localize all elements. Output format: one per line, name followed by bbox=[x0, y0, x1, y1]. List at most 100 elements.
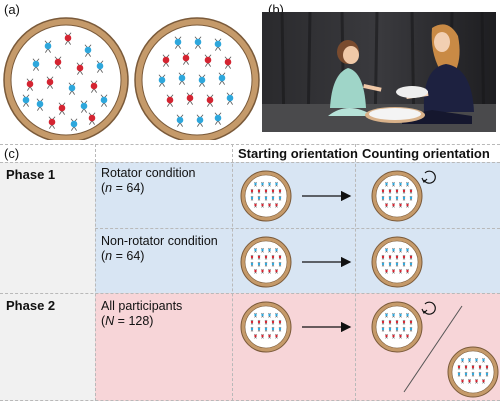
blue-figure bbox=[214, 38, 222, 51]
blue-figure bbox=[254, 312, 257, 318]
rotator-condition: Rotator condition (n = 64) bbox=[95, 162, 196, 196]
red-figure bbox=[392, 202, 395, 208]
blue-figure bbox=[471, 371, 475, 377]
dish-rotator-count bbox=[371, 170, 423, 222]
red-figure bbox=[475, 378, 478, 384]
blue-figure bbox=[271, 195, 275, 201]
red-figure bbox=[268, 202, 271, 208]
red-figure bbox=[186, 92, 194, 105]
phase1-label: Phase 1 bbox=[6, 167, 56, 182]
red-figure bbox=[254, 202, 257, 208]
blue-figure bbox=[176, 114, 184, 127]
blue-figure bbox=[44, 40, 52, 53]
red-figure bbox=[482, 378, 485, 384]
red-figure bbox=[395, 254, 399, 260]
blue-figure bbox=[402, 195, 406, 201]
conditions-table: (c) Starting orientation Counting orient… bbox=[0, 144, 500, 401]
red-figure bbox=[268, 333, 271, 339]
red-figure bbox=[250, 319, 254, 325]
all-participants-condition: All participants (N = 128) bbox=[95, 295, 182, 329]
blue-figure bbox=[268, 181, 271, 187]
red-figure bbox=[409, 254, 413, 260]
blue-figure bbox=[385, 312, 388, 318]
red-figure bbox=[395, 319, 399, 325]
blue-figure bbox=[264, 195, 268, 201]
red-figure bbox=[278, 319, 282, 325]
panel-c-label: (c) bbox=[4, 146, 20, 161]
all-participants-title: All participants bbox=[101, 299, 183, 313]
blue-figure bbox=[250, 326, 254, 332]
red-figure bbox=[399, 268, 402, 274]
blue-figure bbox=[261, 181, 264, 187]
blue-figure bbox=[250, 261, 254, 267]
blue-figure bbox=[158, 74, 166, 87]
red-figure bbox=[58, 102, 66, 115]
red-figure bbox=[264, 254, 268, 260]
blue-figure bbox=[457, 371, 461, 377]
blue-figure bbox=[68, 82, 76, 95]
red-figure bbox=[406, 268, 409, 274]
blue-figure bbox=[261, 312, 264, 318]
red-figure bbox=[182, 52, 190, 65]
plate-left bbox=[3, 17, 129, 140]
blue-figure bbox=[194, 36, 202, 49]
nonrotator-condition: Non-rotator condition (n = 64) bbox=[95, 230, 218, 264]
blue-figure bbox=[392, 312, 395, 318]
experiment-photo bbox=[262, 12, 496, 132]
phase2-label-bg bbox=[0, 293, 95, 401]
red-figure bbox=[399, 333, 402, 339]
phase2-bg bbox=[95, 293, 500, 401]
red-figure bbox=[278, 188, 282, 194]
blue-figure bbox=[271, 261, 275, 267]
plate-right bbox=[134, 17, 260, 140]
red-figure bbox=[268, 268, 271, 274]
red-figure bbox=[388, 254, 392, 260]
red-figure bbox=[392, 268, 395, 274]
blue-figure bbox=[482, 357, 485, 363]
red-figure bbox=[402, 188, 406, 194]
blue-figure bbox=[214, 112, 222, 125]
blue-figure bbox=[475, 357, 478, 363]
red-figure bbox=[261, 202, 264, 208]
red-figure bbox=[206, 94, 214, 107]
red-figure bbox=[250, 188, 254, 194]
red-figure bbox=[76, 62, 84, 75]
blue-figure bbox=[250, 195, 254, 201]
blue-figure bbox=[399, 312, 402, 318]
red-figure bbox=[278, 254, 282, 260]
blue-figure bbox=[22, 94, 30, 107]
red-figure bbox=[271, 319, 275, 325]
blue-figure bbox=[264, 326, 268, 332]
blue-figure bbox=[100, 94, 108, 107]
blue-figure bbox=[257, 195, 261, 201]
red-figure bbox=[257, 319, 261, 325]
dish-phase2-count-same bbox=[447, 346, 499, 398]
dish-nonrotator-start bbox=[240, 236, 292, 288]
blue-figure bbox=[196, 114, 204, 127]
blue-figure bbox=[70, 118, 78, 131]
red-figure bbox=[54, 56, 62, 69]
red-figure bbox=[264, 319, 268, 325]
blue-figure bbox=[278, 261, 282, 267]
red-figure bbox=[409, 319, 413, 325]
red-figure bbox=[26, 78, 34, 91]
blue-figure bbox=[395, 261, 399, 267]
red-figure bbox=[166, 94, 174, 107]
alternative-divider-line bbox=[403, 305, 463, 393]
blue-figure bbox=[461, 357, 464, 363]
blue-figure bbox=[80, 100, 88, 113]
red-figure bbox=[478, 364, 482, 370]
blue-figure bbox=[36, 98, 44, 111]
blue-figure bbox=[226, 92, 234, 105]
red-figure bbox=[395, 188, 399, 194]
blue-figure bbox=[178, 72, 186, 85]
red-figure bbox=[385, 333, 388, 339]
red-figure bbox=[385, 202, 388, 208]
red-figure bbox=[271, 188, 275, 194]
blue-figure bbox=[268, 247, 271, 253]
blue-figure bbox=[32, 58, 40, 71]
experimenter-figure bbox=[402, 24, 474, 124]
red-figure bbox=[468, 378, 471, 384]
red-figure bbox=[471, 364, 475, 370]
red-figure bbox=[88, 112, 96, 125]
